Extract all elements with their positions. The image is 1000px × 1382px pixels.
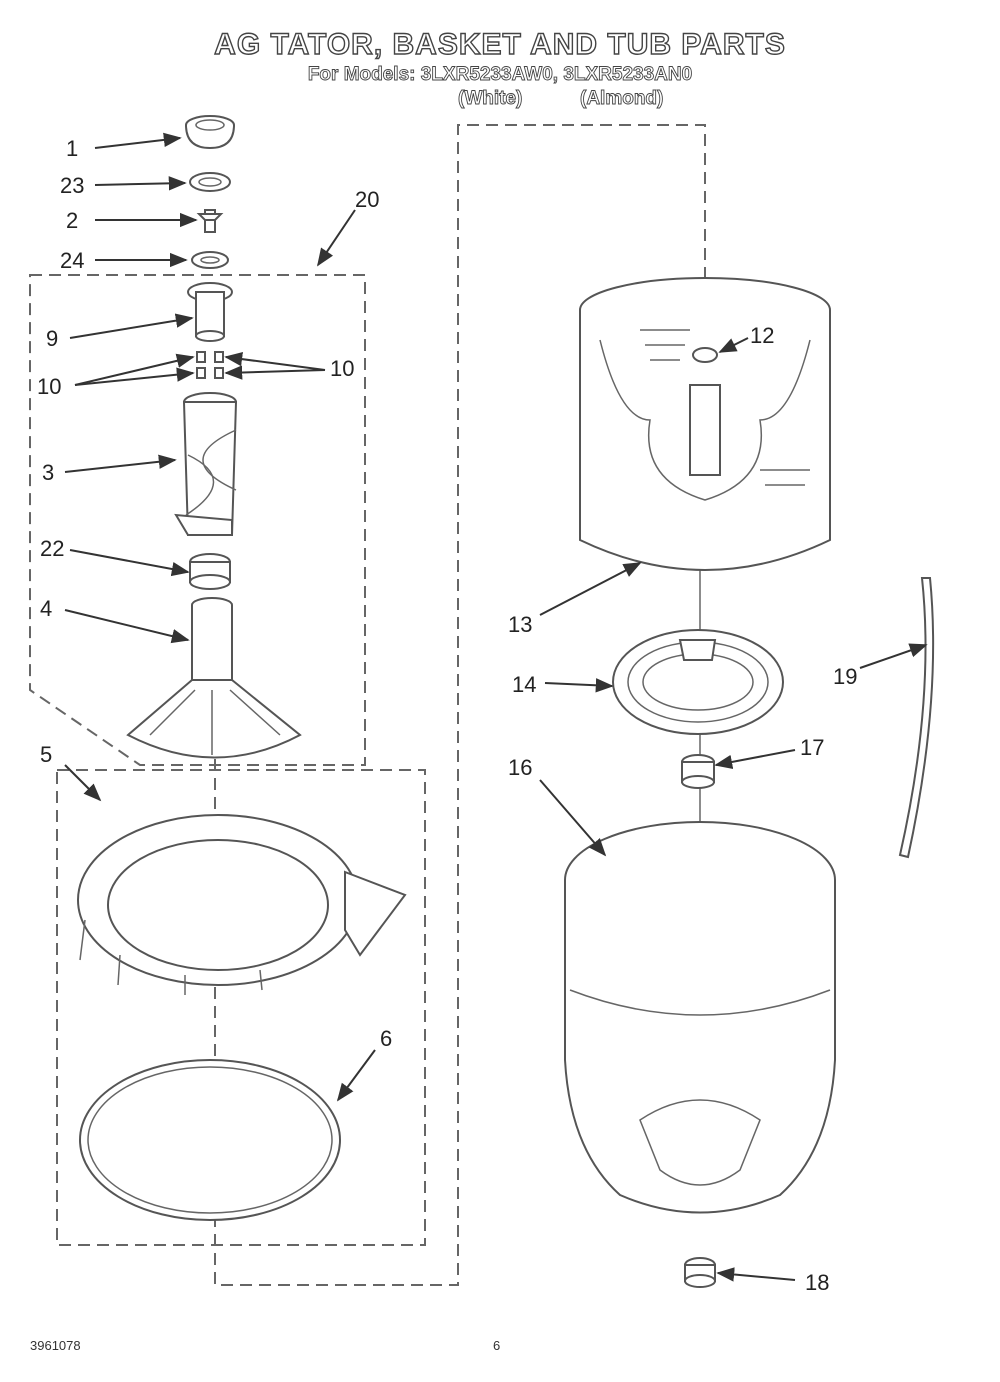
part-2-bolt [196, 209, 224, 233]
callout-13: 13 [508, 612, 532, 637]
callout-24: 24 [60, 248, 84, 273]
callout-19: 19 [833, 664, 857, 689]
models-line: For Models: 3LXR5233AW0, 3LXR5233AN0 [307, 64, 693, 86]
callout-6: 6 [380, 1026, 392, 1051]
color-white-label: (White) [458, 88, 523, 110]
color-almond-label: (Almond) [580, 88, 664, 110]
part-5-tub-ring [77, 814, 407, 995]
part-3-auger [174, 392, 238, 536]
callout-3: 3 [42, 460, 54, 485]
document-part-number: 3961078 [30, 1338, 81, 1353]
part-14-brake [612, 629, 784, 735]
assembly-5-outline [56, 769, 426, 1246]
part-9-cam [187, 282, 233, 342]
callout-23: 23 [60, 173, 84, 198]
part-6-seal [79, 1059, 341, 1221]
leader-arrows [64, 132, 928, 1282]
callout-2: 2 [66, 208, 78, 233]
diagram-title: AG TATOR, BASKET AND TUB PARTS [213, 27, 786, 61]
part-19-hose [898, 577, 935, 859]
part-10-dogs [196, 351, 224, 379]
callout-9: 9 [46, 326, 58, 351]
callout-17: 17 [800, 735, 824, 760]
callout-10-right: 10 [330, 356, 354, 381]
page-number: 6 [493, 1338, 501, 1353]
callout-12: 12 [750, 323, 774, 348]
part-16-outer-tub [564, 821, 836, 1214]
callout-20: 20 [355, 187, 379, 212]
part-12-nut [692, 347, 718, 363]
part-18-nut [684, 1257, 716, 1288]
part-4-agitator-base [126, 597, 302, 759]
callout-18: 18 [805, 1270, 829, 1295]
part-22-collar [189, 553, 231, 590]
centerline-connector [214, 124, 706, 1286]
part-17-hub [681, 754, 715, 789]
callout-4: 4 [40, 596, 52, 621]
callout-10-left: 10 [37, 374, 61, 399]
assembly-20-outline [29, 274, 366, 766]
part-1-cap [185, 115, 235, 150]
callout-16: 16 [508, 755, 532, 780]
callout-1: 1 [66, 136, 78, 161]
callout-22: 22 [40, 536, 64, 561]
part-23-ring [189, 172, 231, 192]
part-13-basket [579, 277, 831, 571]
part-24-washer [191, 251, 229, 269]
callout-5: 5 [40, 742, 52, 767]
callout-14: 14 [512, 672, 536, 697]
